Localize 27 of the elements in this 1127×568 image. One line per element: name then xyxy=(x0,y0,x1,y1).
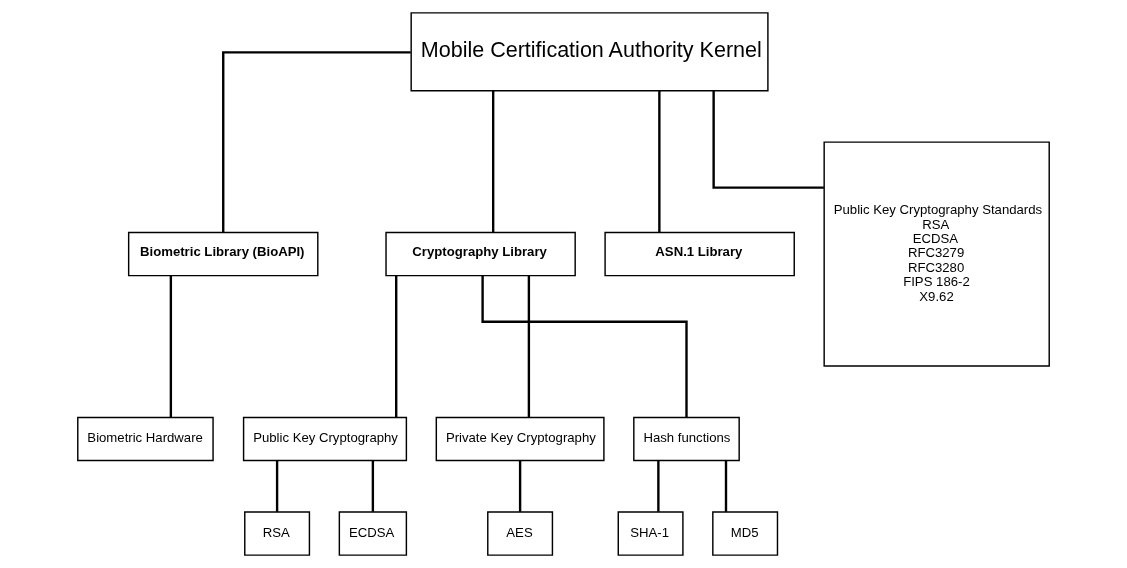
connector xyxy=(518,460,522,512)
node-box: Biometric Hardware xyxy=(77,416,214,462)
node-box: ASN.1 Library xyxy=(604,231,795,277)
node-box: ECDSA xyxy=(338,511,408,556)
node-box: Biometric Library (BioAPI) xyxy=(127,231,319,277)
connector xyxy=(491,90,495,233)
connector xyxy=(371,460,375,512)
node-box: Hash functions xyxy=(633,416,740,462)
connector xyxy=(527,275,531,417)
connector xyxy=(657,460,660,512)
connector xyxy=(169,275,173,417)
connector xyxy=(724,460,728,512)
node-box: RSA xyxy=(244,511,311,556)
node-box: Private Key Cryptography xyxy=(435,416,605,462)
node-box: Public Key Cryptography xyxy=(242,416,408,462)
node-box: Cryptography Library xyxy=(385,231,576,277)
connector xyxy=(481,275,688,417)
node-box: AES xyxy=(487,511,554,556)
node-box: Public Key Cryptography Standards RSA ECDSA RFC3279 RFC3280 FIPS 186-2 X9.62 xyxy=(823,141,1050,367)
node-box: MD5 xyxy=(712,511,779,556)
connector xyxy=(275,460,279,512)
node-box: SHA-1 xyxy=(617,511,684,556)
connector xyxy=(395,275,398,417)
connector xyxy=(222,51,411,233)
connector xyxy=(712,90,824,189)
node-box: Mobile Certification Authority Kernel xyxy=(410,12,769,92)
connector xyxy=(658,90,661,233)
